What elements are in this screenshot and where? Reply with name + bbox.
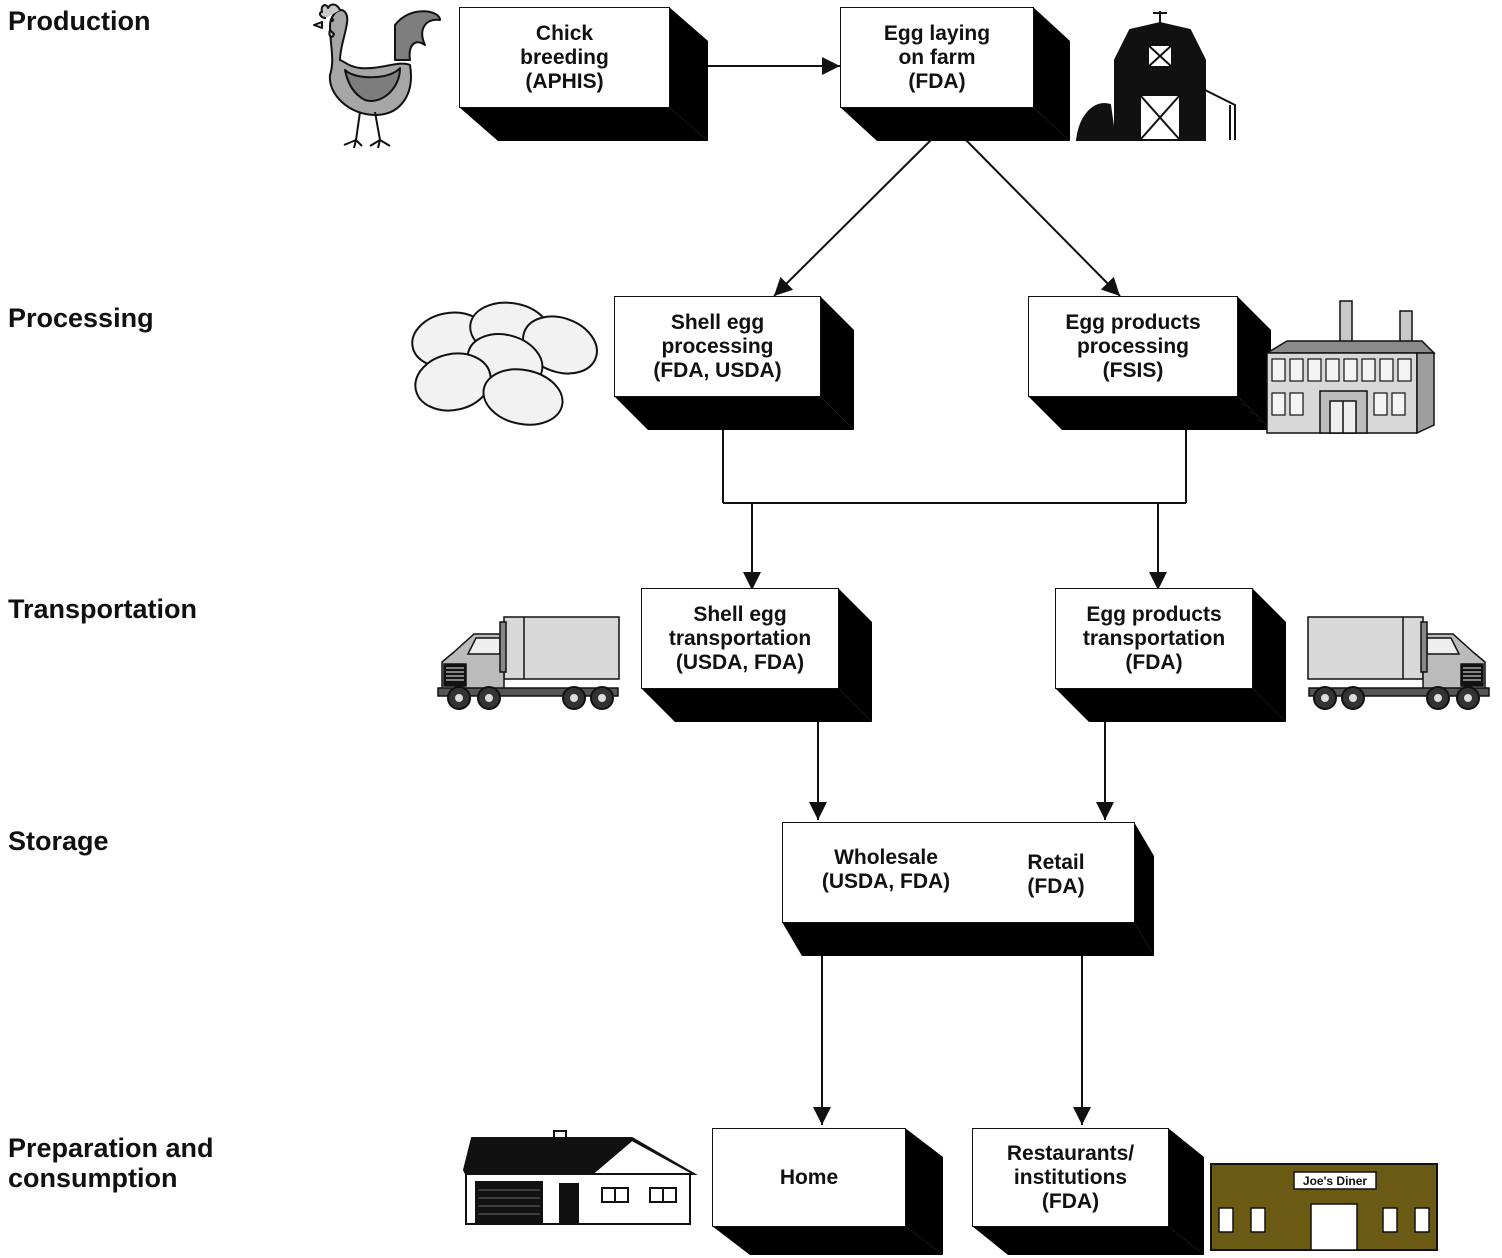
shell-processing-line1: Shell egg [670, 310, 765, 334]
factory-window [1379, 358, 1394, 382]
factory-window [1289, 392, 1304, 416]
shell-transport-line1: Shell egg [693, 602, 787, 626]
shell-processing-line2: processing [661, 334, 774, 358]
factory-window [1271, 358, 1286, 382]
factory-window [1307, 358, 1322, 382]
products-transport-line2: transportation [1082, 626, 1226, 650]
stage-label-preparation: Preparation and consumption [8, 1133, 214, 1193]
rooster-icon [313, 3, 441, 149]
stage-label-preparation-line1: Preparation and [8, 1133, 214, 1163]
products-transport-line1: Egg products [1086, 602, 1222, 626]
products-transport-line3: (FDA) [1125, 650, 1183, 674]
house-icon [462, 1130, 698, 1225]
arrow-laying-to-shell-processing [773, 135, 936, 297]
diner-icon: Joe's Diner [1210, 1163, 1438, 1251]
storage-retail-line2: (FDA) [1027, 875, 1085, 898]
eggs-icon [411, 301, 598, 426]
chick-breeding-line1: Chick [535, 21, 594, 45]
stage-label-preparation-line2: consumption [8, 1163, 178, 1193]
products-processing-line2: processing [1076, 334, 1190, 358]
truck-icon [437, 616, 620, 710]
factory-window [1271, 392, 1286, 416]
home-label: Home [779, 1165, 839, 1189]
egg-laying-line1: Egg laying [883, 21, 991, 45]
shell-transport-line3: (USDA, FDA) [675, 650, 805, 674]
stage-label-processing: Processing [8, 303, 154, 333]
stage-label-storage: Storage [8, 826, 109, 856]
restaurants-line2: institutions [1013, 1165, 1128, 1189]
diner-sign: Joe's Diner [1303, 1174, 1368, 1188]
barn-icon [1075, 11, 1236, 141]
products-processing-line1: Egg products [1065, 310, 1201, 334]
stage-label-production: Production [8, 6, 151, 36]
factory-icon [1264, 300, 1436, 435]
egg-laying-line3: (FDA) [908, 69, 966, 93]
factory-window [1289, 358, 1304, 382]
storage-wholesale-line1: Wholesale [834, 846, 938, 869]
factory-window [1361, 358, 1376, 382]
arrow-laying-to-products-processing [961, 135, 1121, 297]
factory-window [1391, 392, 1406, 416]
factory-window [1397, 358, 1412, 382]
restaurants-line3: (FDA) [1041, 1189, 1100, 1213]
stage-label-transportation: Transportation [8, 594, 198, 624]
products-processing-line3: (FSIS) [1102, 358, 1164, 382]
factory-window [1343, 358, 1358, 382]
truck-icon [1307, 616, 1490, 710]
chick-breeding-line2: breeding [520, 45, 609, 69]
egg-laying-line2: on farm [898, 45, 976, 69]
restaurants-line1: Restaurants/ [1006, 1141, 1135, 1165]
storage-retail-line1: Retail [1027, 851, 1085, 874]
storage-wholesale-line2: (USDA, FDA) [821, 870, 951, 893]
shell-transport-line2: transportation [668, 626, 812, 650]
factory-window [1325, 358, 1340, 382]
shell-processing-line3: (FDA, USDA) [653, 358, 782, 382]
factory-window [1373, 392, 1388, 416]
chick-breeding-line3: (APHIS) [525, 69, 604, 93]
